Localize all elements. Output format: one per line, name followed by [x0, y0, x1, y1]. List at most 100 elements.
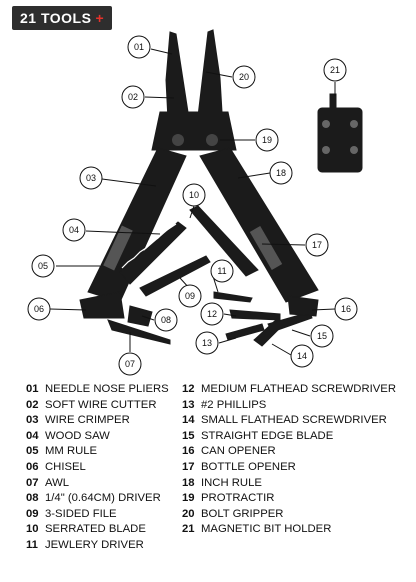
callout-03: 03	[79, 166, 103, 190]
callout-03-label: 03	[86, 173, 96, 183]
legend-item: 05 MM RULE	[26, 444, 169, 460]
callout-05: 05	[31, 254, 55, 278]
legend-item: 13 #2 PHILLIPS	[182, 398, 396, 414]
awl	[107, 319, 171, 345]
legend-name: BOTTLE OPENER	[201, 460, 296, 473]
legend-number: 06	[26, 460, 39, 473]
callout-14-label: 14	[297, 351, 307, 361]
legend-name: CAN OPENER	[201, 445, 276, 458]
legend-number: 18	[182, 476, 195, 489]
tool-count-label: 21 TOOLS	[20, 10, 92, 26]
callout-11-label: 11	[217, 266, 226, 276]
legend-number: 11	[26, 538, 38, 551]
jewelry-driver	[213, 291, 253, 303]
legend-number: 07	[26, 476, 39, 489]
callout-20: 20	[232, 65, 256, 89]
callout-20-label: 20	[239, 72, 249, 82]
callout-19-label: 19	[262, 135, 272, 145]
callout-18: 18	[269, 161, 293, 185]
callout-01-label: 01	[134, 42, 144, 52]
callout-01: 01	[127, 35, 151, 59]
callout-07-label: 07	[125, 359, 135, 369]
legend-item: 08 1/4" (0.64cm) DRIVER	[26, 491, 169, 507]
legend-item: 16 CAN OPENER	[182, 444, 396, 460]
callout-12: 12	[200, 302, 224, 326]
callout-04-label: 04	[69, 225, 79, 235]
callout-07: 07	[118, 352, 142, 376]
legend-item: 18 INCH RULE	[182, 476, 396, 492]
legend-item: 15 STRAIGHT EDGE BLADE	[182, 429, 396, 445]
legend-name: STRAIGHT EDGE BLADE	[201, 429, 334, 442]
tool-count-badge: 21 TOOLS+	[12, 6, 112, 30]
legend-name: JEWLERY DRIVER	[45, 538, 144, 551]
legend-name: MAGNETIC BIT HOLDER	[201, 523, 332, 536]
legend-number: 03	[26, 414, 39, 427]
callout-02-label: 02	[128, 92, 138, 102]
callout-16: 16	[334, 297, 358, 321]
legend-name: #2 PHILLIPS	[201, 398, 267, 411]
legend-name: WIRE CRIMPER	[45, 414, 130, 427]
legend-item: 11 JEWLERY DRIVER	[26, 538, 169, 554]
legend-name: SMALL FLATHEAD SCREWDRIVER	[201, 414, 387, 427]
legend-name: INCH RULE	[201, 476, 262, 489]
callout-09: 09	[178, 284, 202, 308]
legend-name: NEEDLE NOSE PLIERS	[45, 383, 169, 395]
legend-number: 17	[182, 460, 195, 473]
callout-02: 02	[121, 85, 145, 109]
driver-bit	[127, 305, 153, 327]
legend-number: 13	[182, 398, 195, 411]
plus-icon: +	[95, 10, 105, 26]
legend-number: 20	[182, 507, 195, 520]
magnetic-bit-holder	[317, 93, 363, 173]
callout-14: 14	[290, 344, 314, 368]
callout-17-label: 17	[312, 240, 322, 250]
legend-number: 10	[26, 523, 39, 536]
legend-name: MEDIUM FLATHEAD SCREWDRIVER	[201, 383, 396, 395]
callout-15: 15	[310, 324, 334, 348]
legend-number: 01	[26, 383, 39, 395]
callout-18-label: 18	[276, 168, 286, 178]
callout-21: 21	[323, 58, 347, 82]
handle-right	[199, 147, 319, 303]
legend-number: 15	[182, 429, 195, 442]
legend-number: 16	[182, 445, 195, 458]
medium-flathead	[229, 309, 281, 321]
callout-19: 19	[255, 128, 279, 152]
multitool-illustration	[79, 29, 363, 347]
legend-name: 1/4" (0.64cm) DRIVER	[45, 492, 161, 505]
serrated-blade	[189, 205, 259, 277]
legend-number: 21	[182, 523, 195, 536]
callout-08: 08	[154, 308, 178, 332]
legend-number: 05	[26, 445, 39, 458]
can-opener	[287, 295, 319, 317]
wood-saw	[119, 221, 187, 285]
legend-item: 17 BOTTLE OPENER	[182, 460, 396, 476]
callout-11: 11	[210, 259, 234, 283]
callout-09-label: 09	[185, 291, 195, 301]
callout-04: 04	[62, 218, 86, 242]
legend-name: BOLT GRIPPER	[201, 507, 284, 520]
callout-12-label: 12	[207, 309, 217, 319]
callout-markers: 01 02 03 04 05 06 07 08 09 10 11 12 13 1…	[27, 35, 358, 376]
legend-item: 20 BOLT GRIPPER	[182, 507, 396, 523]
callout-05-label: 05	[38, 261, 48, 271]
multitool-diagram: 01 02 03 04 05 06 07 08 09 10 11 12 13 1…	[27, 29, 363, 376]
straight-edge-blade	[267, 311, 313, 333]
phillips-driver	[225, 323, 265, 341]
legend-number: 14	[182, 414, 195, 427]
legend-number: 08	[26, 492, 39, 505]
legend-name: 3-SIDED FILE	[45, 507, 117, 520]
legend-item: 03 WIRE CRIMPER	[26, 413, 169, 429]
legend-name: MM RULE	[45, 445, 98, 458]
three-sided-file	[139, 255, 211, 297]
plier-head	[151, 111, 237, 151]
legend-name: SOFT WIRE CUTTER	[45, 398, 157, 411]
callout-15-label: 15	[317, 331, 327, 341]
